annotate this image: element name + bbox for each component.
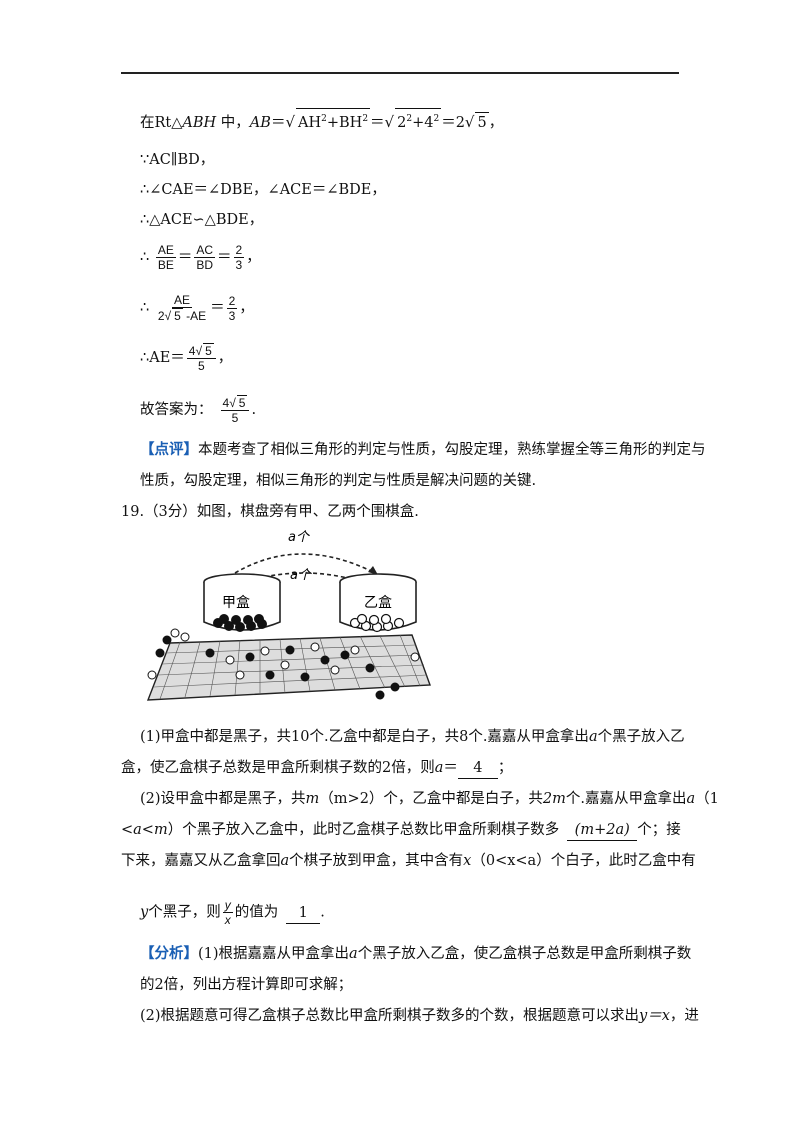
review-paragraph: 【点评】本题考查了相似三角形的判定与性质，勾股定理，熟练掌握全等三角形的判定与 xyxy=(140,440,706,460)
answer-blank-1: 4 xyxy=(457,758,498,779)
analysis-paragraph: 【分析】(1)根据嘉嘉从甲盒拿出a个黑子放入乙盒，使乙盒棋子总数是甲盒所剩棋子数 xyxy=(140,946,692,962)
q19-part2-line2: <a<m）个黑子放入乙盒中，此时乙盒棋子总数比甲盒所剩棋子数多(m+2a)个；接 xyxy=(121,820,681,841)
label-top: a个 xyxy=(288,530,311,545)
analysis-line3: (2)根据题意可得乙盒棋子总数比甲盒所剩棋子数多的个数，根据题意可以求出y＝x，… xyxy=(140,1008,699,1024)
go-board xyxy=(146,634,431,701)
sqrt-expression-1: AH2+BH2 xyxy=(296,108,371,133)
text: Rt△ xyxy=(154,114,183,131)
sqrt-expression-2: 22+42 xyxy=(395,108,442,133)
answer-blank-2: (m+2a) xyxy=(567,820,638,841)
solution-line-parallel: ∵AC∥BD， xyxy=(140,152,215,168)
go-boxes-figure: a个 a个 甲盒 乙盒 xyxy=(146,530,431,701)
arrow-head-icon xyxy=(368,566,378,575)
review-paragraph-2: 性质，勾股定理，相似三角形的判定与性质是解决问题的关键. xyxy=(140,473,537,489)
text: ＝ xyxy=(270,114,286,131)
board-white-stones xyxy=(147,628,420,680)
analysis-line2: 的2倍，列出方程计算即可求解； xyxy=(140,977,353,993)
arc-top xyxy=(234,553,376,574)
box-jia-label: 甲盒 xyxy=(222,594,250,611)
question-19-stem: 19.（3分）如图，棋盘旁有甲、乙两个围棋盒. xyxy=(121,504,419,520)
review-text: 本题考查了相似三角形的判定与性质，勾股定理，熟练掌握全等三角形的判定与 xyxy=(198,442,706,458)
text: ＝ xyxy=(441,114,456,131)
box-yi-label: 乙盒 xyxy=(364,594,392,611)
text: 在 xyxy=(140,114,155,131)
white-stones xyxy=(349,613,405,633)
header-rule xyxy=(121,72,679,74)
sqrt-5: 5 xyxy=(475,111,489,133)
review-tag: 【点评】 xyxy=(140,442,198,458)
answer-blank-3: 1 xyxy=(286,903,321,924)
solution-line-pythagoras: 在Rt△ABH 中，AB＝√AH2+BH2＝√22+42＝2√5， xyxy=(140,108,503,133)
q19-part1-line2: 盒，使乙盒棋子总数是甲盒所剩棋子数的2倍，则a＝4； xyxy=(121,758,512,779)
text: AB xyxy=(249,114,271,131)
q19-part2-line1: (2)设甲盒中都是黑子，共m（m>2）个，乙盒中都是白子，共2m个.嘉嘉从甲盒拿… xyxy=(140,791,719,807)
black-stones xyxy=(213,614,267,632)
text: 中， xyxy=(216,114,250,131)
text: ＝ xyxy=(370,114,385,131)
q19-part2-line3: 下来，嘉嘉又从乙盒拿回a个棋子放到甲盒，其中含有x（0<x<a）个白子，此时乙盒… xyxy=(121,853,696,869)
label-bottom: a个 xyxy=(290,568,313,583)
analysis-tag: 【分析】 xyxy=(140,946,198,962)
board-black-stones xyxy=(155,635,400,700)
solution-line-similar: ∴△ACE∽△BDE， xyxy=(140,212,264,228)
q19-part1-line1: (1)甲盒中都是黑子，共10个.乙盒中都是白子，共8个.嘉嘉从甲盒拿出a个黑子放… xyxy=(140,729,685,745)
solution-line-angles: ∴∠CAE＝∠DBE，∠ACE＝∠BDE， xyxy=(140,182,386,198)
text: ABH xyxy=(182,114,217,131)
